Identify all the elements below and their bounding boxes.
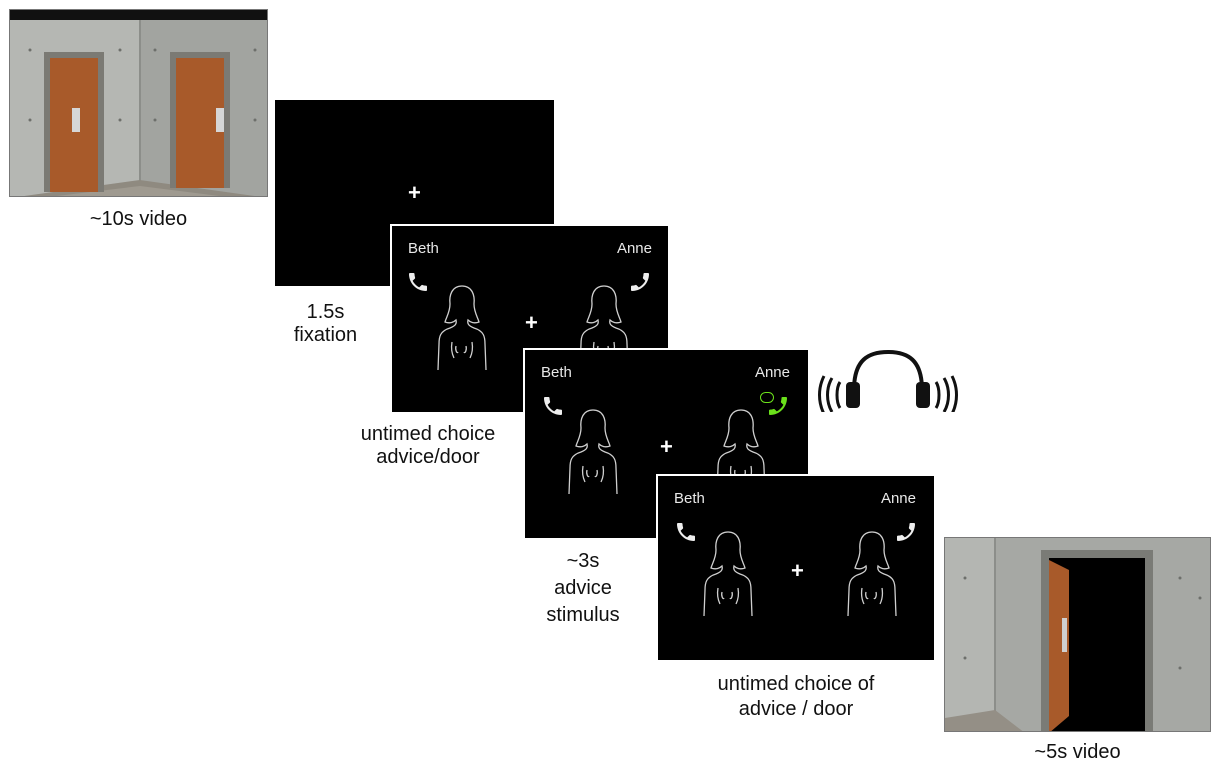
left-advisor-name: Beth (408, 240, 439, 257)
headphones-icon (818, 350, 958, 412)
left-advisor-silhouette (561, 406, 625, 498)
start-video-caption: ~10s video (9, 208, 268, 231)
right-advisor-name: Anne (881, 490, 916, 507)
left-advisor-silhouette (430, 282, 494, 374)
phone-icon (406, 270, 430, 294)
fixation-label: fixation (273, 324, 378, 347)
choice2-caption-line1: untimed choice of (656, 673, 936, 696)
corridor-two-doors-image (10, 10, 268, 197)
advice-label: advice (523, 577, 643, 600)
choice-screen-2: Beth Anne + (656, 474, 936, 662)
left-advisor-silhouette (696, 528, 760, 620)
open-door-image (945, 538, 1211, 732)
fixation-cross: + (791, 558, 804, 584)
fixation-cross: + (408, 180, 421, 206)
phone-icon (674, 520, 698, 544)
fixation-duration: 1.5s (273, 301, 378, 324)
end-video-caption: ~5s video (944, 741, 1211, 764)
fixation-cross: + (525, 310, 538, 336)
choice1-caption-line2: advice/door (330, 446, 526, 469)
left-advisor-name: Beth (541, 364, 572, 381)
left-advisor-name: Beth (674, 490, 705, 507)
advice-duration: ~3s (523, 550, 643, 573)
fixation-cross: + (660, 434, 673, 460)
choice2-caption-line2: advice / door (656, 698, 936, 721)
start-video-frame (9, 9, 268, 197)
right-advisor-name: Anne (617, 240, 652, 257)
right-advisor-silhouette (840, 528, 904, 620)
speech-bubble-icon (760, 392, 774, 403)
choice1-caption-line1: untimed choice (330, 423, 526, 446)
end-video-frame (944, 537, 1211, 732)
right-advisor-name: Anne (755, 364, 790, 381)
advice-stimulus-label: stimulus (523, 604, 643, 627)
